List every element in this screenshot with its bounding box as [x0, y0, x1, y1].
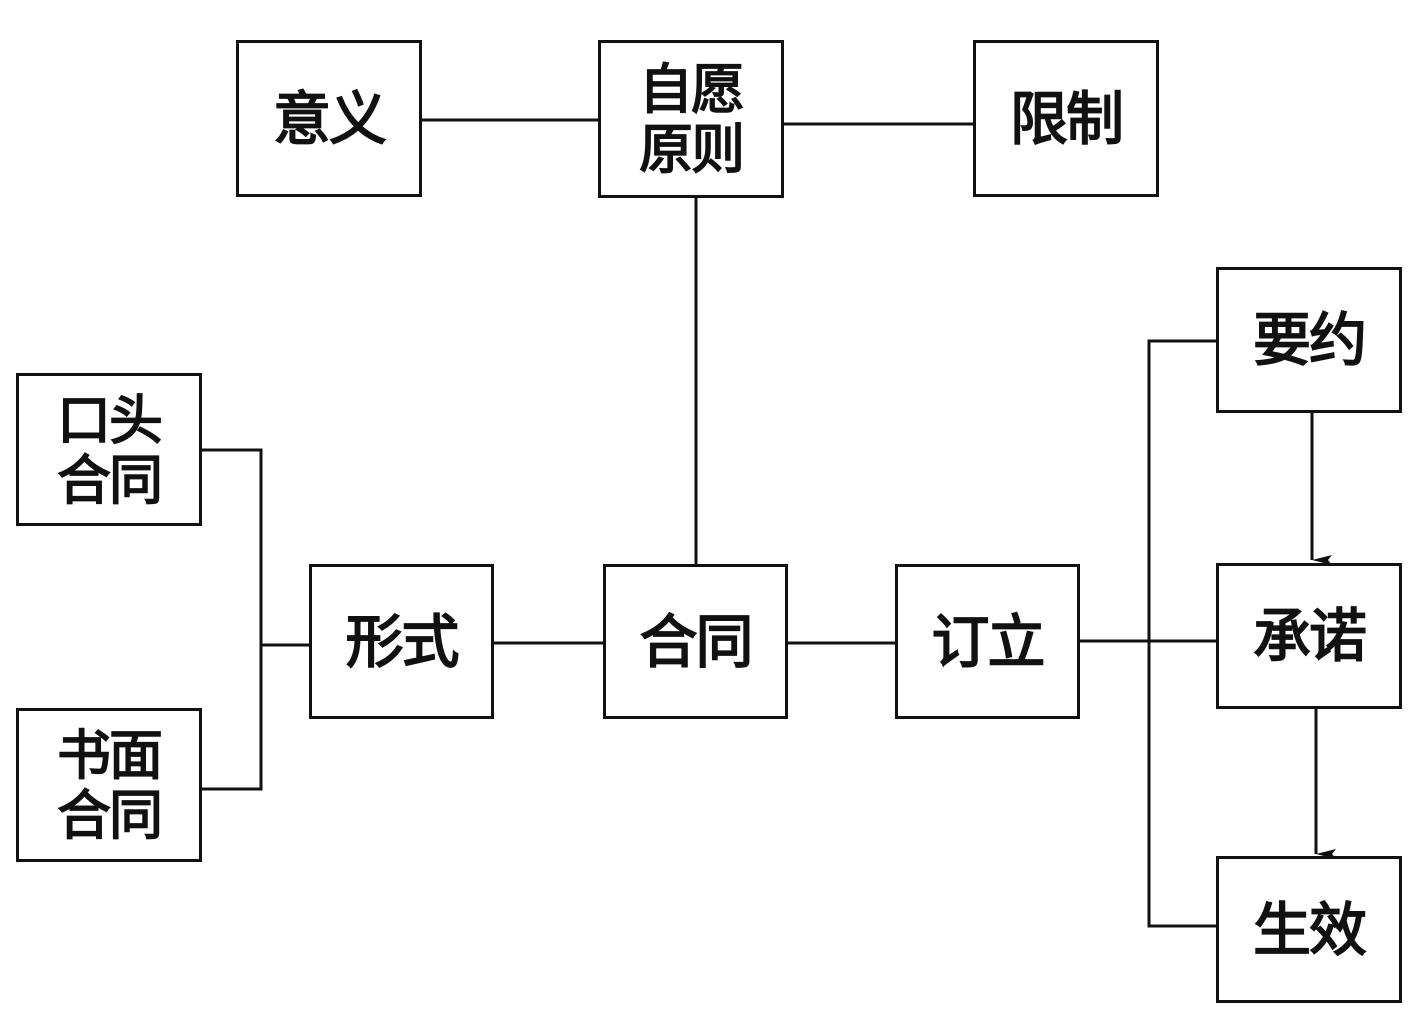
node-hetong: 合同 — [603, 564, 788, 719]
node-ziyuan-yuanze: 自愿 原则 — [598, 40, 784, 198]
node-xianzhi-label: 限制 — [1009, 84, 1124, 153]
edge-koutou-bracket — [201, 448, 263, 791]
node-yiyi-label: 意义 — [272, 84, 387, 153]
node-koutou-hetong-label: 口头 合同 — [57, 387, 163, 512]
node-chengnuo-label: 承诺 — [1252, 602, 1367, 670]
node-shumian-hetong-label: 书面 合同 — [57, 723, 163, 847]
node-hetong-label: 合同 — [639, 607, 753, 676]
edge-dingli-yaoyue-shengxiao — [1147, 339, 1218, 928]
node-yiyi: 意义 — [236, 40, 422, 197]
node-dingli: 订立 — [895, 564, 1080, 719]
node-shumian-hetong: 书面 合同 — [16, 708, 202, 862]
node-yaoyue: 要约 — [1216, 267, 1402, 413]
node-koutou-hetong: 口头 合同 — [16, 373, 202, 526]
node-xianzhi: 限制 — [973, 40, 1159, 197]
node-shengxiao: 生效 — [1216, 856, 1402, 1003]
node-xingshi: 形式 — [309, 564, 494, 719]
node-shengxiao-label: 生效 — [1252, 895, 1367, 964]
node-ziyuan-yuanze-label: 自愿 原则 — [639, 57, 745, 181]
node-dingli-label: 订立 — [931, 607, 1045, 676]
node-chengnuo: 承诺 — [1216, 563, 1402, 709]
node-xingshi-label: 形式 — [345, 607, 459, 676]
node-yaoyue-label: 要约 — [1252, 306, 1367, 374]
